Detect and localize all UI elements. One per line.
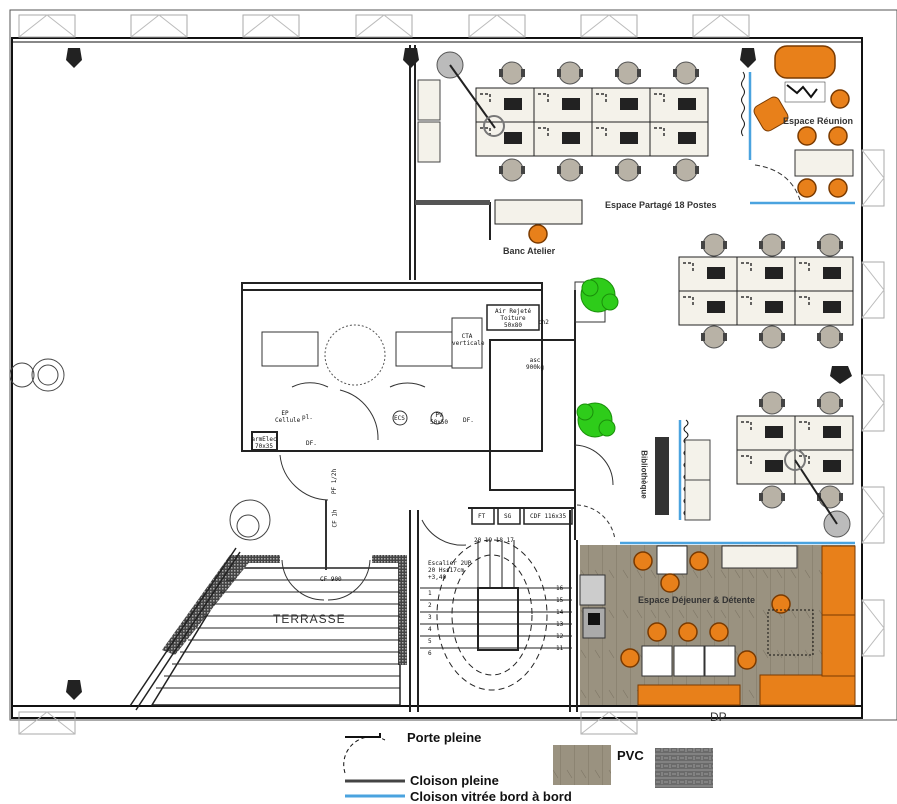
armelec-line1: armElec: [251, 436, 277, 443]
stair-numbers-top: 20 19 18 17: [474, 537, 514, 544]
asc-line1: asc: [529, 357, 541, 364]
legend-pvc: PVC: [617, 748, 644, 763]
label-df-2: DF.: [306, 440, 317, 447]
label-pl: pl.: [302, 414, 313, 421]
stair-numbers-right: 16 15 14 13 12 11: [556, 583, 563, 655]
stair-number: 16: [556, 585, 564, 592]
stair-number: 13: [556, 621, 564, 628]
air-rejete-line2: Toiture: [500, 315, 526, 322]
label-sg: SG: [504, 513, 512, 520]
label-cdf: CDF 116x35: [530, 513, 567, 520]
label-armoire-electrique: armElec 70x35: [250, 436, 278, 450]
stair-number: 2: [428, 602, 432, 609]
label-terrasse: TERRASSE: [273, 612, 346, 626]
label-air-rejete: Air Rejeté Toiture 50x80: [488, 308, 538, 329]
armelec-line2: 70x35: [254, 443, 274, 450]
legend: [343, 733, 713, 798]
label-espace-dejeuner: Espace Déjeuner & Détente: [638, 595, 756, 605]
windows-right: [861, 149, 885, 657]
windows-bottom: [18, 711, 638, 735]
terrasse: [129, 500, 407, 711]
stair-number: 5: [428, 638, 432, 645]
label-espace-partage: Espace Partagé 18 Postes: [605, 200, 717, 210]
label-df-1: DF.: [463, 417, 474, 424]
escalier-line1: Escalier 2UP: [428, 560, 472, 567]
pv-line2: 50x50: [429, 419, 449, 426]
stair-number: 6: [428, 650, 432, 657]
label-pv: PV 50x50: [428, 412, 450, 426]
stair-number: 20: [474, 537, 482, 544]
stair-number: 18: [495, 537, 503, 544]
pv-line1: PV: [435, 412, 443, 419]
label-dp: DP: [710, 710, 727, 724]
stair-number: 17: [506, 537, 514, 544]
air-rejete-line3: 50x80: [503, 322, 523, 329]
label-banc-atelier: Banc Atelier: [503, 246, 556, 256]
label-cf: CF 1h: [331, 509, 339, 528]
stair-number: 12: [556, 633, 564, 640]
escalier-line3: +3,40: [428, 574, 447, 581]
stair-number: 15: [556, 597, 564, 604]
stair-number: 14: [556, 609, 564, 616]
stair-number: 4: [428, 626, 432, 633]
escalier-line2: 20 Hss17cm: [428, 567, 465, 574]
stair-number: 3: [428, 614, 432, 621]
desk-cluster-top: [475, 61, 709, 182]
label-espace-reunion: Espace Réunion: [783, 116, 854, 126]
label-ascenseur: asc 900kg: [520, 357, 550, 371]
legend-porte-pleine: Porte pleine: [407, 730, 482, 745]
stair-number: 19: [484, 537, 493, 544]
legend-cloison-pleine: Cloison pleine: [410, 773, 499, 788]
stair-number: 11: [556, 645, 564, 652]
plant-icon: [576, 277, 619, 438]
label-cta: CTA verticale: [452, 333, 485, 347]
label-ecs: ECS: [394, 415, 405, 422]
cta-line1: CTA: [461, 333, 473, 340]
label-ep-cellule: EP Cellule: [275, 410, 301, 424]
label-ft: FT: [478, 513, 486, 520]
label-cf900: CF 900: [320, 576, 342, 583]
ep-line1: EP: [281, 410, 289, 417]
desk-cluster-middle: [678, 233, 854, 349]
stair-numbers-left: 1 2 3 4 5 6: [428, 588, 432, 660]
asc-line2: 900kg: [525, 364, 545, 371]
legend-cloison-vitree: Cloison vitrée bord à bord: [410, 789, 572, 804]
label-pf: PF 1/2h: [331, 468, 339, 495]
label-bibliotheque: Bibliothèque: [639, 450, 649, 499]
air-rejete-line1: Air Rejeté: [494, 308, 532, 315]
ep-line2: Cellule: [275, 417, 301, 424]
windows-top: [18, 14, 750, 38]
label-ch2: ch2: [538, 319, 549, 326]
label-escalier: Escalier 2UP 20 Hss17cm +3,40: [428, 560, 471, 581]
cta-line2: verticale: [452, 340, 485, 347]
stair-number: 1: [428, 590, 432, 597]
